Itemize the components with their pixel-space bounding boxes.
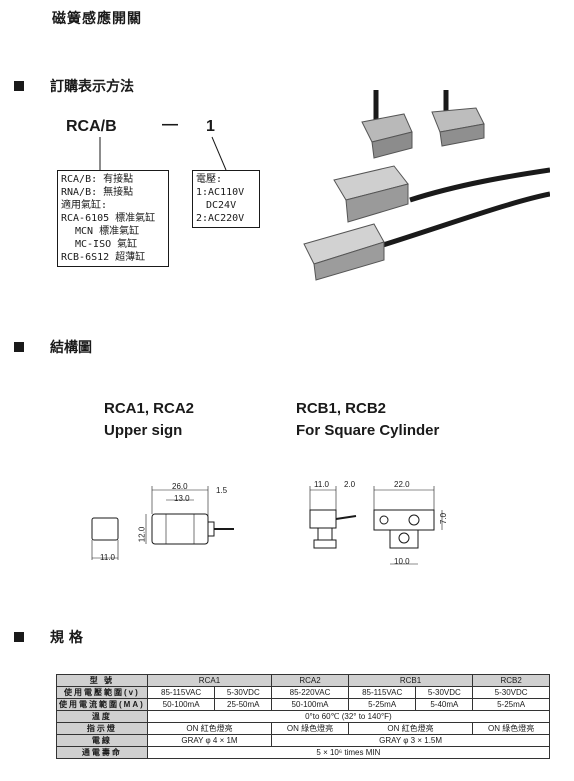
rcb-dim-10: 10.0 [394, 557, 410, 566]
rcb-dim-22: 22.0 [394, 480, 410, 489]
section-structure-title: 結構圖 [50, 340, 92, 356]
table-row: 使用電流範圍(MA) 50-100mA 25-50mA 50-100mA 5-2… [56, 698, 550, 711]
spec-table: 型 號 RCA1 RCA2 RCB1 RCB2 使用電壓範圍(v) 85-115… [56, 674, 551, 759]
section-spec: 規 格 [14, 627, 83, 647]
rca-dim-13: 13.0 [174, 494, 190, 503]
table-row: 電線 GRAY φ 4 × 1M GRAY φ 3 × 1.5M [56, 734, 550, 747]
order-code-dash: — [162, 116, 178, 133]
rcb-dim-2: 2.0 [344, 480, 356, 489]
order-right-box: 電壓: 1:AC110V DC24V 2:AC220V [192, 170, 260, 228]
rca-dim-12: 12.0 [137, 526, 147, 543]
section-bullet [14, 342, 24, 352]
section-bullet [14, 632, 24, 642]
table-row: 指示燈 ON 紅色燈亮 ON 綠色燈亮 ON 紅色燈亮 ON 綠色燈亮 [56, 722, 550, 735]
rca-dim-11: 11.0 [100, 553, 115, 562]
rcb-dim-11: 11.0 [314, 480, 329, 489]
rca-heading: RCA1, RCA2 Upper sign [104, 400, 195, 439]
product-photo [300, 84, 550, 284]
table-row: 型 號 RCA1 RCA2 RCB1 RCB2 [56, 674, 550, 687]
rca-drawing [91, 486, 234, 560]
section-structure: 結構圖 [14, 337, 92, 357]
table-row: 溫度 0°to 60℃ (32° to 140°F) [56, 710, 551, 723]
table-row: 使用電壓範圍(v) 85-115VAC 5-30VDC 85-220VAC 85… [56, 686, 550, 699]
rca-dim-26: 26.0 [172, 482, 188, 491]
rcb-heading: RCB1, RCB2 For Square Cylinder [296, 400, 440, 439]
order-code: RCA/B [66, 118, 117, 135]
section-order: 訂購表示方法 [14, 76, 134, 96]
order-code-suffix: 1 [206, 118, 215, 135]
section-order-title: 訂購表示方法 [50, 79, 134, 95]
rcb-dim-7: 7.0 [439, 512, 449, 525]
order-left-box: RCA/B: 有接點 RNA/B: 無接點 適用氣缸: RCA-6105 標准氣… [57, 170, 169, 267]
rca-dim-15: 1.5 [216, 486, 228, 495]
page-title: 磁簧感應開關 [52, 11, 142, 27]
rcb-drawing [309, 486, 443, 565]
section-spec-title: 規 格 [50, 630, 83, 646]
section-bullet [14, 81, 24, 91]
table-row: 通電壽命 5 × 10⁶ times MIN [56, 746, 551, 759]
